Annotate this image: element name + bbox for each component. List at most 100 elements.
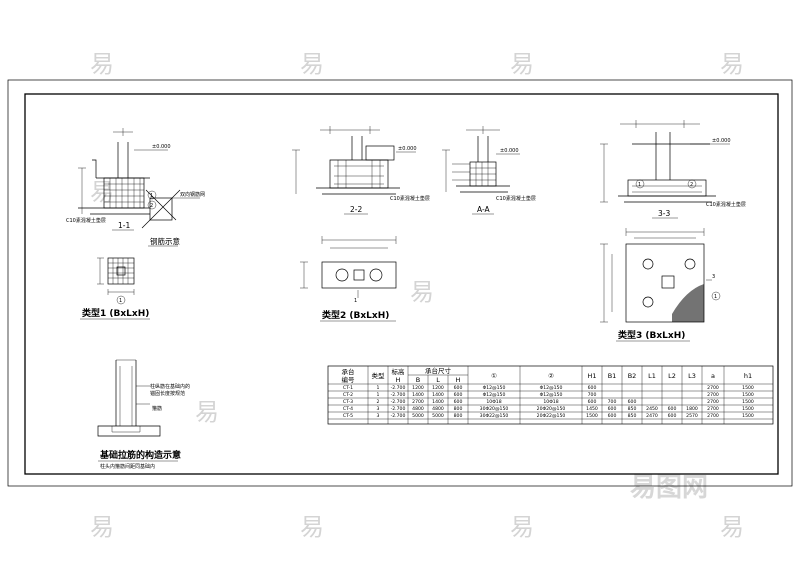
watermark-glyph: 易	[410, 278, 434, 306]
section-mark-3: 3	[712, 274, 715, 280]
table-cell: 850	[628, 406, 637, 412]
table-header: 承台尺寸	[425, 366, 452, 375]
elevation-label: ±0.000	[500, 148, 519, 154]
table-cell: -2.700	[391, 392, 406, 398]
table-cell: 700	[608, 399, 617, 405]
cushion-note: C10素混凝土垫层	[390, 195, 430, 202]
section-2-2: ±0.000 C10素混凝土垫层 2-2	[292, 126, 430, 215]
table-cell: 1500	[742, 406, 754, 412]
cushion-note: C10素混凝土垫层	[66, 217, 106, 224]
table-cell: CT-4	[343, 406, 353, 412]
elevation-label: ±0.000	[152, 144, 171, 150]
table-cell: 600	[628, 399, 637, 405]
table-cell: Φ12@150	[483, 392, 506, 398]
table-row: CT-1 1 -2.700 1200 1200 600 Φ12@150 Φ12@…	[343, 385, 754, 391]
table-cell: Φ12@150	[483, 385, 506, 391]
table-cell: 1400	[412, 392, 424, 398]
foundation-anchor-note: 柱头内箍筋间距同基础内	[100, 463, 155, 470]
stirrup-note: 箍筋	[152, 405, 162, 412]
foundation-anchor-caption: 基础拉筋的构造示意	[99, 449, 181, 461]
table-cell: 30Φ20@150	[480, 406, 509, 412]
table-header: 标高	[392, 367, 406, 376]
anchor-note: 锚固长度按规范	[150, 390, 185, 397]
watermark-glyph: 易	[300, 50, 324, 78]
table-header: L3	[688, 372, 696, 380]
table-cell: 1400	[432, 392, 444, 398]
table-header: 承台	[342, 367, 355, 376]
section-a-a: ±0.000 C10素混凝土垫层 A-A	[442, 126, 536, 215]
elevation-label: ±0.000	[712, 138, 731, 144]
cushion-note: C10素混凝土垫层	[496, 195, 536, 202]
rebar-detail: 双向钢筋网 钢筋示意	[141, 189, 205, 247]
table-cell: 700	[588, 392, 597, 398]
section-label-3-3: 3-3	[658, 209, 670, 218]
section-label-2-2: 2-2	[350, 205, 362, 214]
rebar-detail-caption: 钢筋示意	[150, 236, 180, 246]
table-cell: 1	[377, 392, 380, 398]
table-cell: -2.700	[391, 399, 406, 405]
watermark-glyph: 易	[90, 513, 114, 541]
section-3-3: 1 2 ±0.000 C10素混凝土垫层 3-3	[600, 120, 746, 219]
table-cell: 1	[377, 385, 380, 391]
table-cell: -2.700	[391, 413, 406, 419]
section-label-1-1: 1-1	[118, 221, 130, 230]
type1-plan: 1 类型1 (BxLxH)	[80, 257, 150, 320]
watermark-layer: 易 易 易 易 易 易 易 易 易 易 易 易图网	[90, 50, 744, 541]
table-cell: 5000	[432, 413, 444, 419]
table-cell: 1500	[742, 392, 754, 398]
type2-caption: 类型2 (BxLxH)	[322, 309, 389, 321]
watermark-glyph: 易	[510, 50, 534, 78]
table-header: H1	[587, 372, 596, 380]
table-cell: 2470	[646, 413, 658, 419]
watermark-glyph: 易	[510, 513, 534, 541]
table-cell: 1500	[742, 399, 754, 405]
cushion-note: C10素混凝土垫层	[706, 201, 746, 208]
anchor-note: 柱纵筋在基础内的	[150, 383, 190, 390]
table-cell: Φ12@150	[540, 392, 563, 398]
table-cell: 2450	[646, 406, 658, 412]
table-cell: CT-3	[343, 399, 353, 405]
table-cell: 600	[588, 399, 597, 405]
type3-caption: 类型3 (BxLxH)	[618, 329, 685, 341]
table-cell: 2700	[412, 399, 424, 405]
table-cell: 20Φ22@150	[537, 413, 566, 419]
table-cell: 1500	[586, 413, 598, 419]
watermark-glyph: 易	[300, 513, 324, 541]
table-header: B1	[608, 372, 617, 380]
watermark-glyph: 易	[195, 398, 219, 426]
table-cell: 10Φ18	[543, 399, 558, 405]
table-cell: 1200	[432, 385, 444, 391]
elevation-label: ±0.000	[398, 146, 417, 152]
watermark-glyph: 易	[90, 50, 114, 78]
table-cell: 3	[377, 406, 380, 412]
table-cell: 4800	[412, 406, 424, 412]
table-cell: 600	[668, 406, 677, 412]
table-cell: 3	[377, 413, 380, 419]
table-cell: 2	[377, 399, 380, 405]
table-cell: 600	[454, 385, 463, 391]
table-cell: CT-1	[343, 385, 353, 391]
watermark-logo: 易图网	[630, 473, 708, 503]
table-cell: 2700	[707, 413, 719, 419]
watermark-glyph: 易	[720, 50, 744, 78]
svg-text:1: 1	[638, 182, 641, 188]
table-cell: -2.700	[391, 406, 406, 412]
table-cell: 1500	[742, 385, 754, 391]
outer-frame	[7, 79, 793, 487]
table-cell: 30Φ22@150	[480, 413, 509, 419]
table-cell: 1500	[742, 413, 754, 419]
table-cell: 850	[628, 413, 637, 419]
table-header: L1	[648, 372, 656, 380]
table-cell: 1400	[432, 399, 444, 405]
table-cell: 2570	[686, 413, 698, 419]
section-mark-1: 1	[354, 298, 357, 304]
table-cell: Φ12@150	[540, 385, 563, 391]
table-cell: 2700	[707, 385, 719, 391]
pile-cap-schedule: 承台 编号 类型 标高 H 承台尺寸 B L H ① ② H1 B1 B2 L1…	[327, 365, 774, 425]
foundation-anchor-detail: 柱纵筋在基础内的 锚固长度按规范 箍筋 基础拉筋的构造示意 柱头内箍筋间距同基础…	[97, 359, 190, 470]
watermark-glyph: 易	[720, 513, 744, 541]
type2-plan: 1 类型2 (BxLxH)	[300, 236, 397, 322]
table-cell: 600	[454, 392, 463, 398]
table-cell: CT-2	[343, 392, 353, 398]
